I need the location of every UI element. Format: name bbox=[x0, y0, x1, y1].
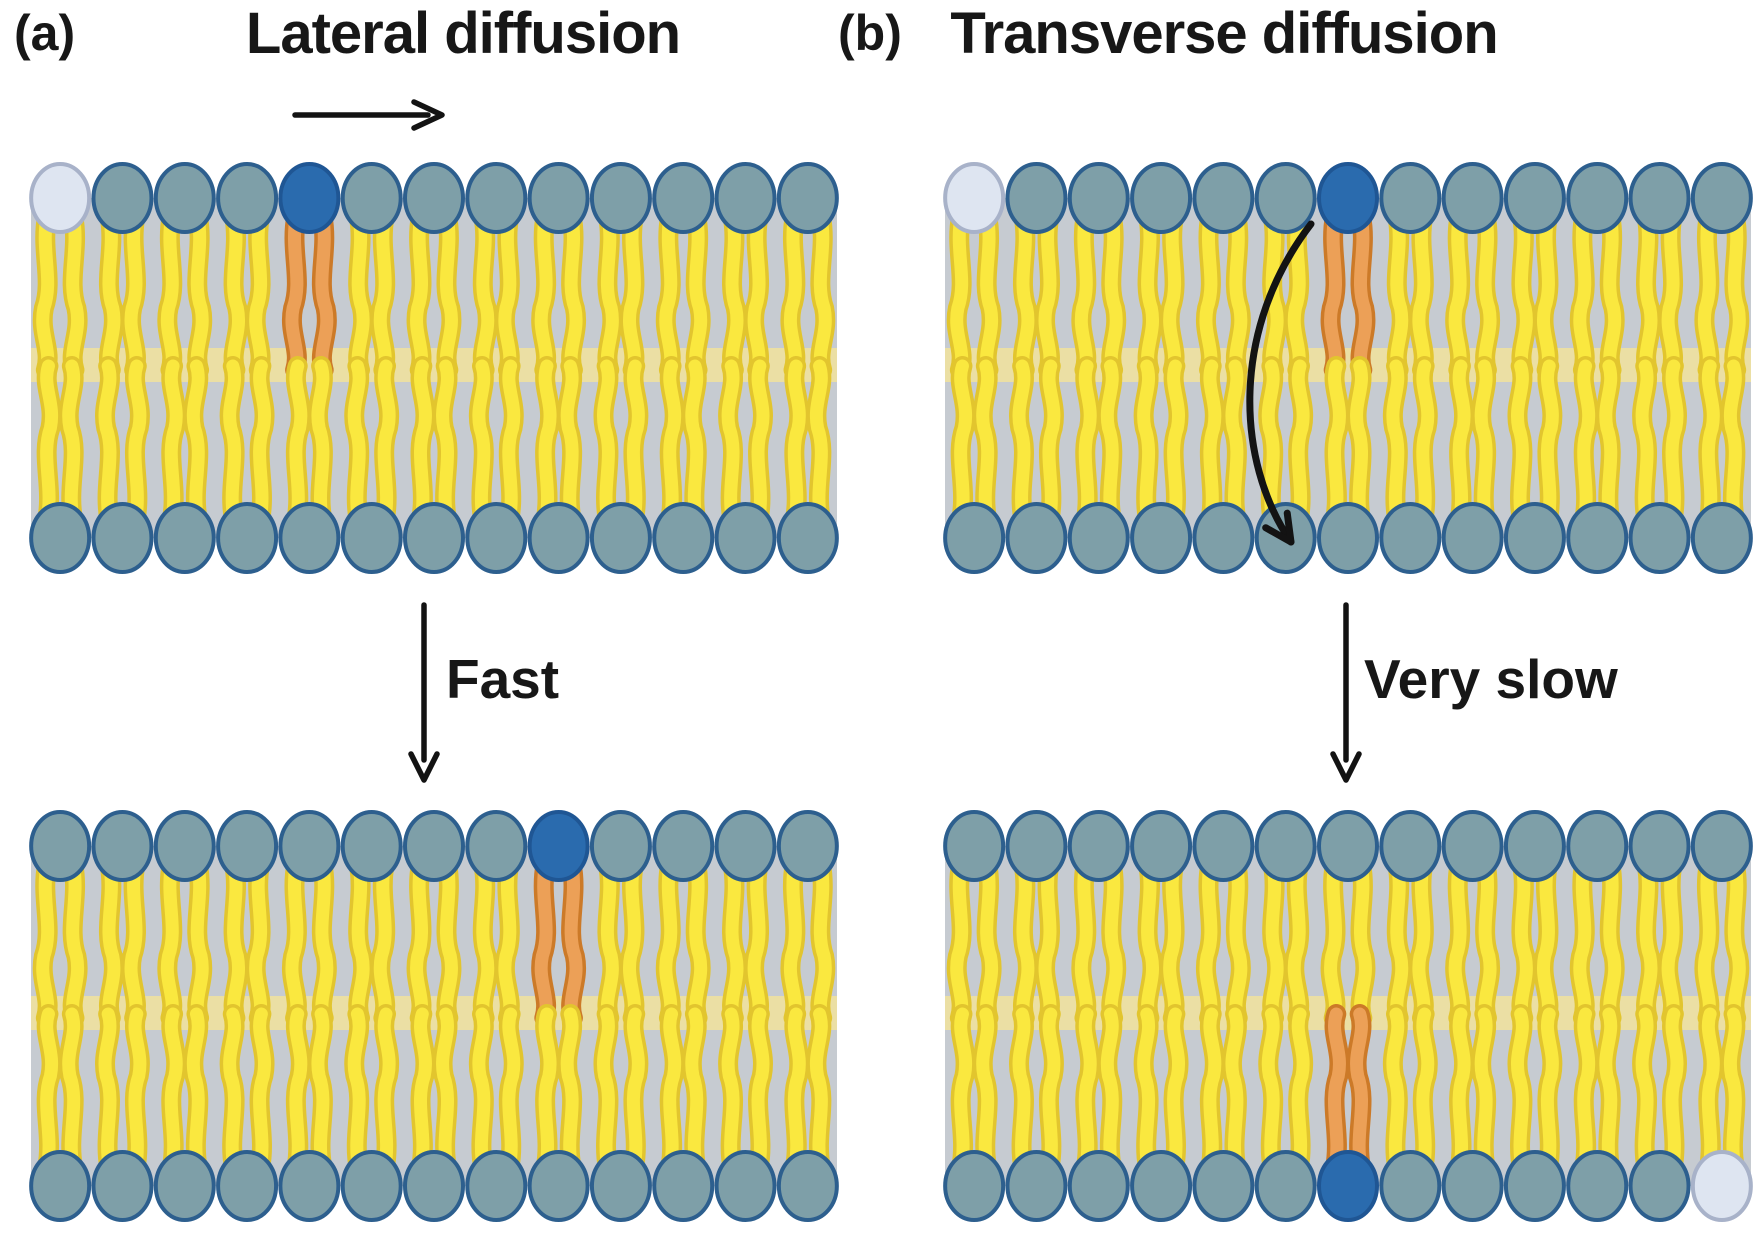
panel-a-label: (a) bbox=[14, 5, 76, 61]
membrane-a-after bbox=[29, 810, 839, 1222]
membrane-a-before bbox=[29, 162, 839, 574]
fast-rate-label: Fast bbox=[446, 648, 560, 710]
panel-b-title: Transverse diffusion bbox=[950, 1, 1498, 66]
panel-a-title: Lateral diffusion bbox=[245, 1, 681, 66]
membrane-b-after bbox=[943, 810, 1753, 1222]
membrane-b-before bbox=[943, 162, 1753, 574]
right-arrow-icon bbox=[292, 99, 445, 131]
panel-b-label: (b) bbox=[838, 5, 902, 61]
very-slow-rate-label: Very slow bbox=[1364, 648, 1618, 710]
down-arrow-icon bbox=[408, 602, 440, 783]
down-arrow-icon bbox=[1330, 602, 1362, 783]
